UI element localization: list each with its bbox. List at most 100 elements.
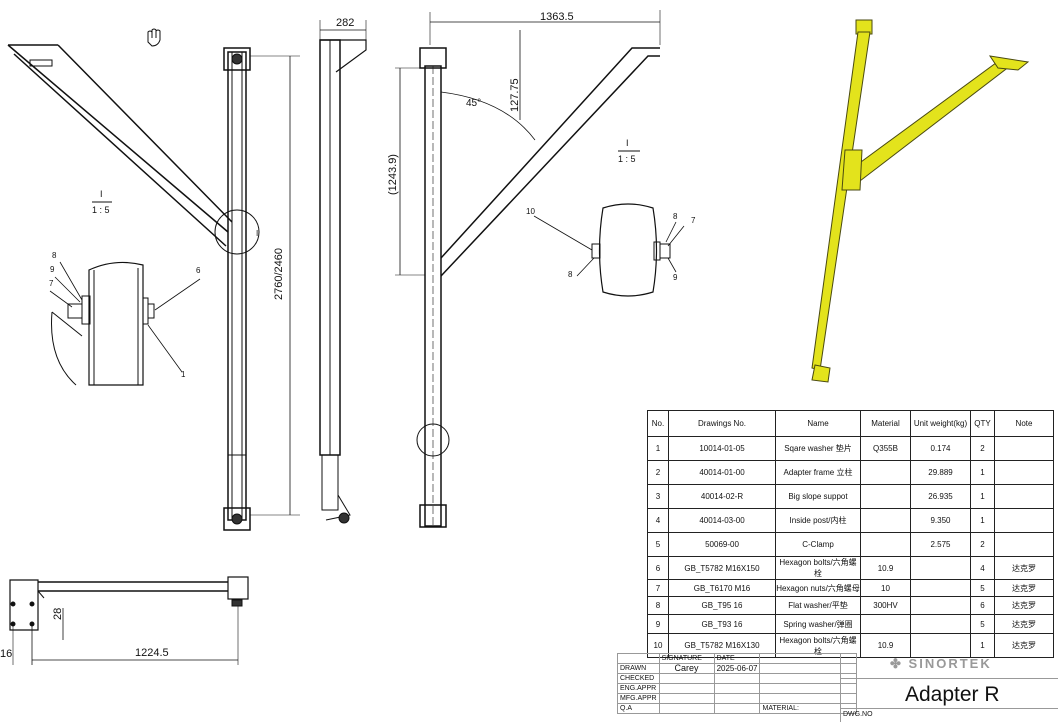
bom-cell: 5 [647, 532, 669, 557]
header-material: Material [860, 410, 911, 437]
drawn-by: Carey [658, 663, 715, 674]
dimension-bottom-span: 1224.5 [135, 647, 169, 659]
company-name: SINORTEK [908, 656, 992, 671]
bom-cell: 达克罗 [994, 579, 1054, 597]
bom-cell: 1 [970, 460, 995, 485]
bom-cell: 4 [970, 556, 995, 580]
title-block-divider [840, 708, 1058, 709]
bom-cell: 300HV [860, 596, 911, 615]
bom-cell [910, 579, 971, 597]
bom-cell: Sqare washer 垫片 [775, 436, 861, 461]
row-eng-appr: ENG.APPR [617, 683, 660, 694]
company-logo: ✤ SINORTEK [890, 656, 992, 672]
detail-view-left: I 1 : 5 8 9 7 6 1 [49, 189, 201, 386]
bom-cell: 8 [647, 596, 669, 615]
bom-cell: 2.575 [910, 532, 971, 557]
bom-cell: Q355B [860, 436, 911, 461]
bom-cell: GB_T93 16 [668, 614, 776, 634]
bom-cell: Hexagon bolts/六角螺栓 [775, 556, 861, 580]
bom-cell: 2 [647, 460, 669, 485]
bom-cell: 10.9 [860, 556, 911, 580]
dimension-bottom-offset: 28 [52, 608, 64, 620]
bom-cell: 9 [647, 614, 669, 634]
header-unit-weight: Unit weight(kg) [910, 410, 971, 437]
bom-cell: Big slope suppot [775, 484, 861, 509]
signature-label: SIGNATURE [658, 653, 715, 664]
balloon: 1 [181, 370, 186, 379]
detail-view-right: I 1 : 5 10 8 7 8 9 [526, 138, 696, 297]
header-drawing-no: Drawings No. [668, 410, 776, 437]
bom-cell: Flat washer/平垫 [775, 596, 861, 615]
detail-title: I [626, 138, 629, 148]
row-mfg-appr: MFG.APPR [617, 693, 660, 704]
bom-cell: 4 [647, 508, 669, 533]
isometric-model [811, 19, 1030, 383]
balloon: 8 [52, 251, 57, 260]
bom-cell: 2 [970, 532, 995, 557]
header-note: Note [994, 410, 1054, 437]
hand-cursor-icon [147, 28, 161, 47]
bom-header: No. Drawings No. Name Material Unit weig… [647, 410, 1054, 437]
balloon: 7 [691, 216, 696, 225]
bom-cell: 1 [647, 436, 669, 461]
bill-of-materials: No. Drawings No. Name Material Unit weig… [647, 410, 1054, 658]
bom-cell: 10 [860, 579, 911, 597]
balloon: 6 [196, 266, 201, 275]
header-qty: QTY [970, 410, 995, 437]
bom-cell: 2 [970, 436, 995, 461]
row-qa: Q.A [617, 703, 660, 714]
bom-cell: 达克罗 [994, 633, 1054, 658]
dimension-vertical: (1243.9) [387, 154, 399, 195]
bom-cell: Adapter frame 立柱 [775, 460, 861, 485]
bom-cell: 达克罗 [994, 556, 1054, 580]
bom-cell: Spring washer/弹圈 [775, 614, 861, 634]
bom-cell: C-Clamp [775, 532, 861, 557]
bom-cell: 3 [647, 484, 669, 509]
title-block-divider [840, 654, 1058, 722]
bom-cell: 29.889 [910, 460, 971, 485]
dwg-no-label: DWG.NO [843, 711, 873, 718]
balloon: 8 [568, 270, 573, 279]
logo-mark-icon: ✤ [890, 656, 903, 671]
balloon: 10 [526, 207, 535, 216]
bom-cell: 5 [970, 579, 995, 597]
bom-cell: 1 [970, 508, 995, 533]
bom-cell [910, 596, 971, 615]
bom-cell: 1 [970, 484, 995, 509]
bottom-view: 28 16 1224.5 [0, 576, 249, 665]
dimension-height: 2760/2460 [273, 248, 285, 300]
header-name: Name [775, 410, 861, 437]
bom-cell: 达克罗 [994, 596, 1054, 615]
bom-cell [860, 484, 911, 509]
bom-cell: GB_T95 16 [668, 596, 776, 615]
bom-cell: 10014-01-05 [668, 436, 776, 461]
drawn-date: 2025-06-07 [713, 663, 761, 674]
detail-marker: I [256, 229, 258, 238]
bom-cell [910, 556, 971, 580]
bom-cell: Inside post/内柱 [775, 508, 861, 533]
bom-cell: 50069-00 [668, 532, 776, 557]
balloon: 9 [50, 265, 55, 274]
row-drawn: DRAWN [617, 663, 660, 674]
bom-cell: 达克罗 [994, 614, 1054, 634]
header-no: No. [647, 410, 669, 437]
front-view-left: I 2760/2460 [7, 44, 300, 531]
bom-cell [994, 532, 1054, 557]
drawing-title: Adapter R [905, 683, 1000, 706]
detail-scale: 1 : 5 [92, 205, 110, 215]
detail-title: I [100, 189, 103, 199]
bom-cell [860, 532, 911, 557]
bom-cell: 9.350 [910, 508, 971, 533]
bom-cell [994, 460, 1054, 485]
dimension-bottom-left: 16 [0, 648, 12, 660]
bom-cell [860, 508, 911, 533]
